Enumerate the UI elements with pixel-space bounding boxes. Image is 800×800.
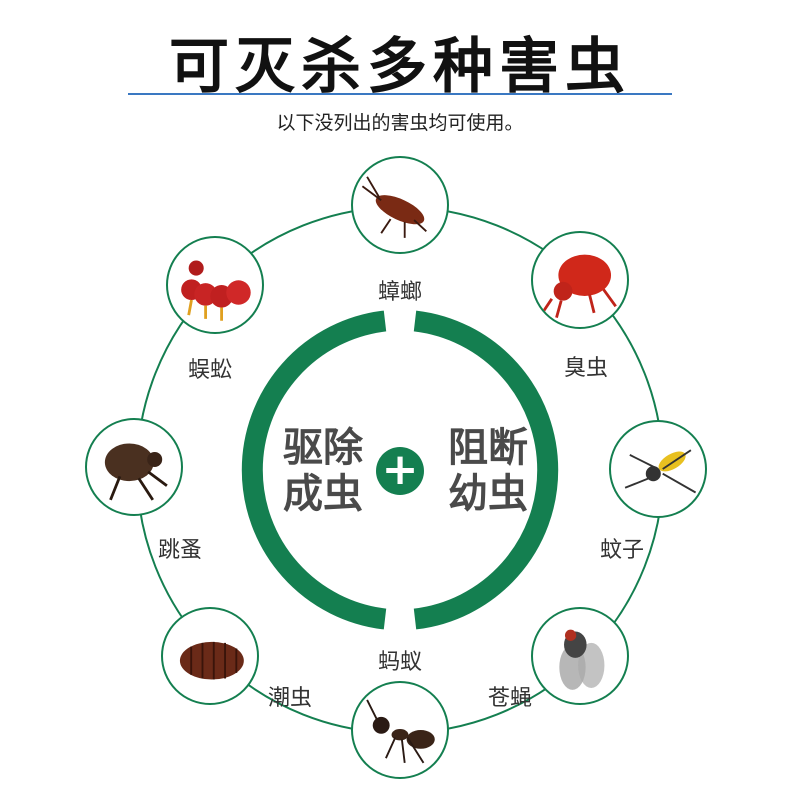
pillbug-icon	[161, 607, 259, 705]
pest-label: 蚂蚁	[377, 650, 423, 675]
left-arc	[241, 310, 387, 630]
right-arc	[413, 310, 559, 630]
pest-label: 臭虫	[563, 356, 609, 381]
fly-icon	[531, 607, 629, 705]
pest-label: 蜈蚣	[187, 358, 233, 383]
ant-icon	[351, 681, 449, 779]
pest-label: 跳蚤	[157, 538, 203, 563]
plus-icon: +	[376, 447, 424, 495]
bedbug-icon	[531, 231, 629, 329]
pest-label: 蟑螂	[377, 280, 423, 305]
flea-icon	[85, 418, 183, 516]
page-title: 可灭杀多种害虫	[169, 32, 631, 102]
pest-label: 蚊子	[599, 538, 645, 563]
cockroach-icon	[351, 156, 449, 254]
subtitle: 以下没列出的害虫均可使用。	[276, 112, 524, 134]
divider	[128, 93, 672, 95]
pest-label: 潮虫	[267, 686, 313, 711]
pest-label: 苍蝇	[487, 686, 533, 711]
centipede-icon	[166, 236, 264, 334]
block-larvae-text: 阻断幼虫	[448, 425, 528, 517]
expel-adults-text: 驱除成虫	[283, 425, 363, 517]
mosquito-icon	[609, 420, 707, 518]
